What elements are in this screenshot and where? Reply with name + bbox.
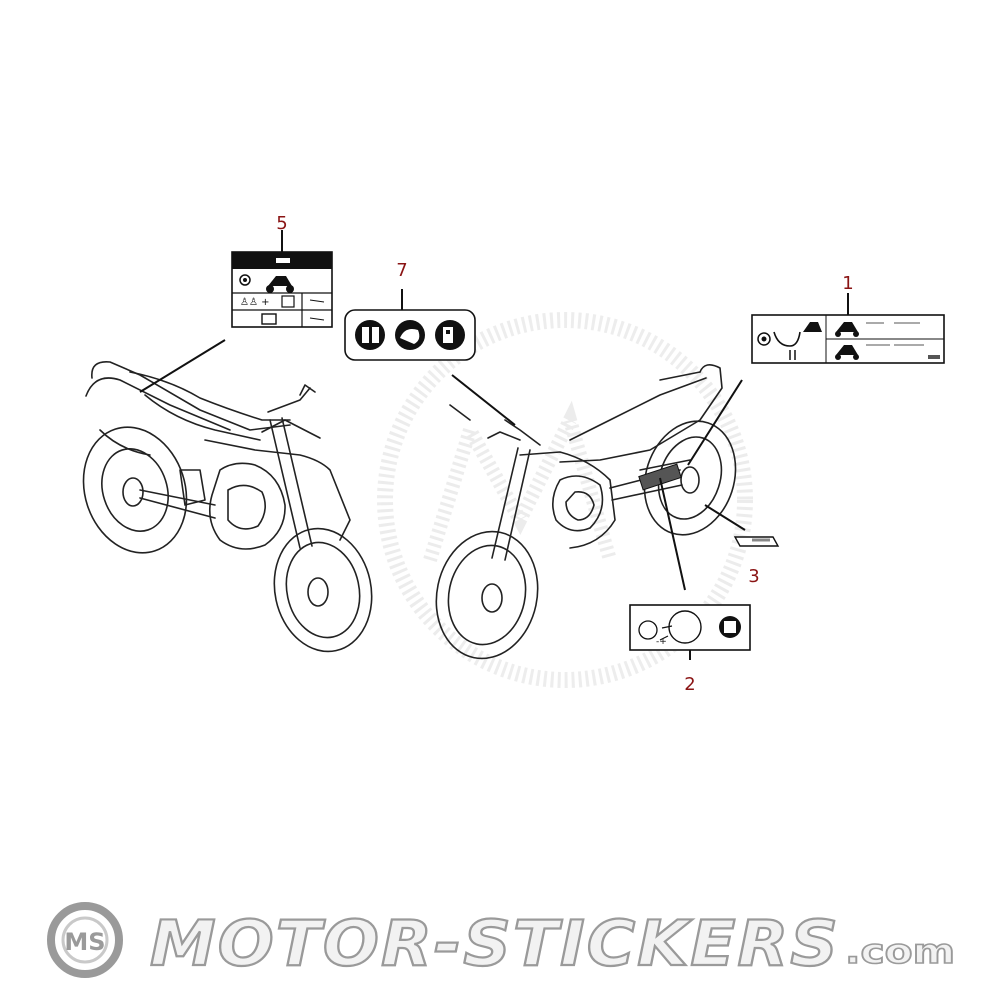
svg-text:♙♙ +: ♙♙ + xyxy=(240,297,270,308)
center-watermark xyxy=(377,312,753,688)
brand-name: MOTOR-STICKERS xyxy=(150,907,840,980)
label-1-illustration xyxy=(751,314,945,364)
footer-watermark: MS MOTOR-STICKERS .com xyxy=(47,902,956,981)
label-7-illustration xyxy=(344,309,476,361)
callout-5: 5 xyxy=(276,213,287,234)
label-2-illustration: -+ xyxy=(629,604,751,651)
left-motorcycle xyxy=(82,361,373,653)
leader-line-5 xyxy=(139,339,226,393)
callout-2: 2 xyxy=(684,674,695,695)
leader-line-3 xyxy=(704,504,746,531)
right-motorcycle xyxy=(435,364,737,660)
leader-line-7 xyxy=(451,374,516,426)
label-3-illustration xyxy=(733,536,780,547)
label-5-illustration: ♙♙ + xyxy=(231,251,333,328)
svg-text:MS: MS xyxy=(64,928,105,956)
callout-3: 3 xyxy=(748,566,759,587)
callout-7: 7 xyxy=(396,260,407,281)
leader-line-2 xyxy=(659,477,686,591)
svg-text:-+: -+ xyxy=(656,637,667,647)
brand-domain: .com xyxy=(845,932,955,972)
callout-1: 1 xyxy=(842,273,853,294)
ms-logo-icon: MS xyxy=(47,902,123,978)
leader-line-1 xyxy=(687,379,743,466)
